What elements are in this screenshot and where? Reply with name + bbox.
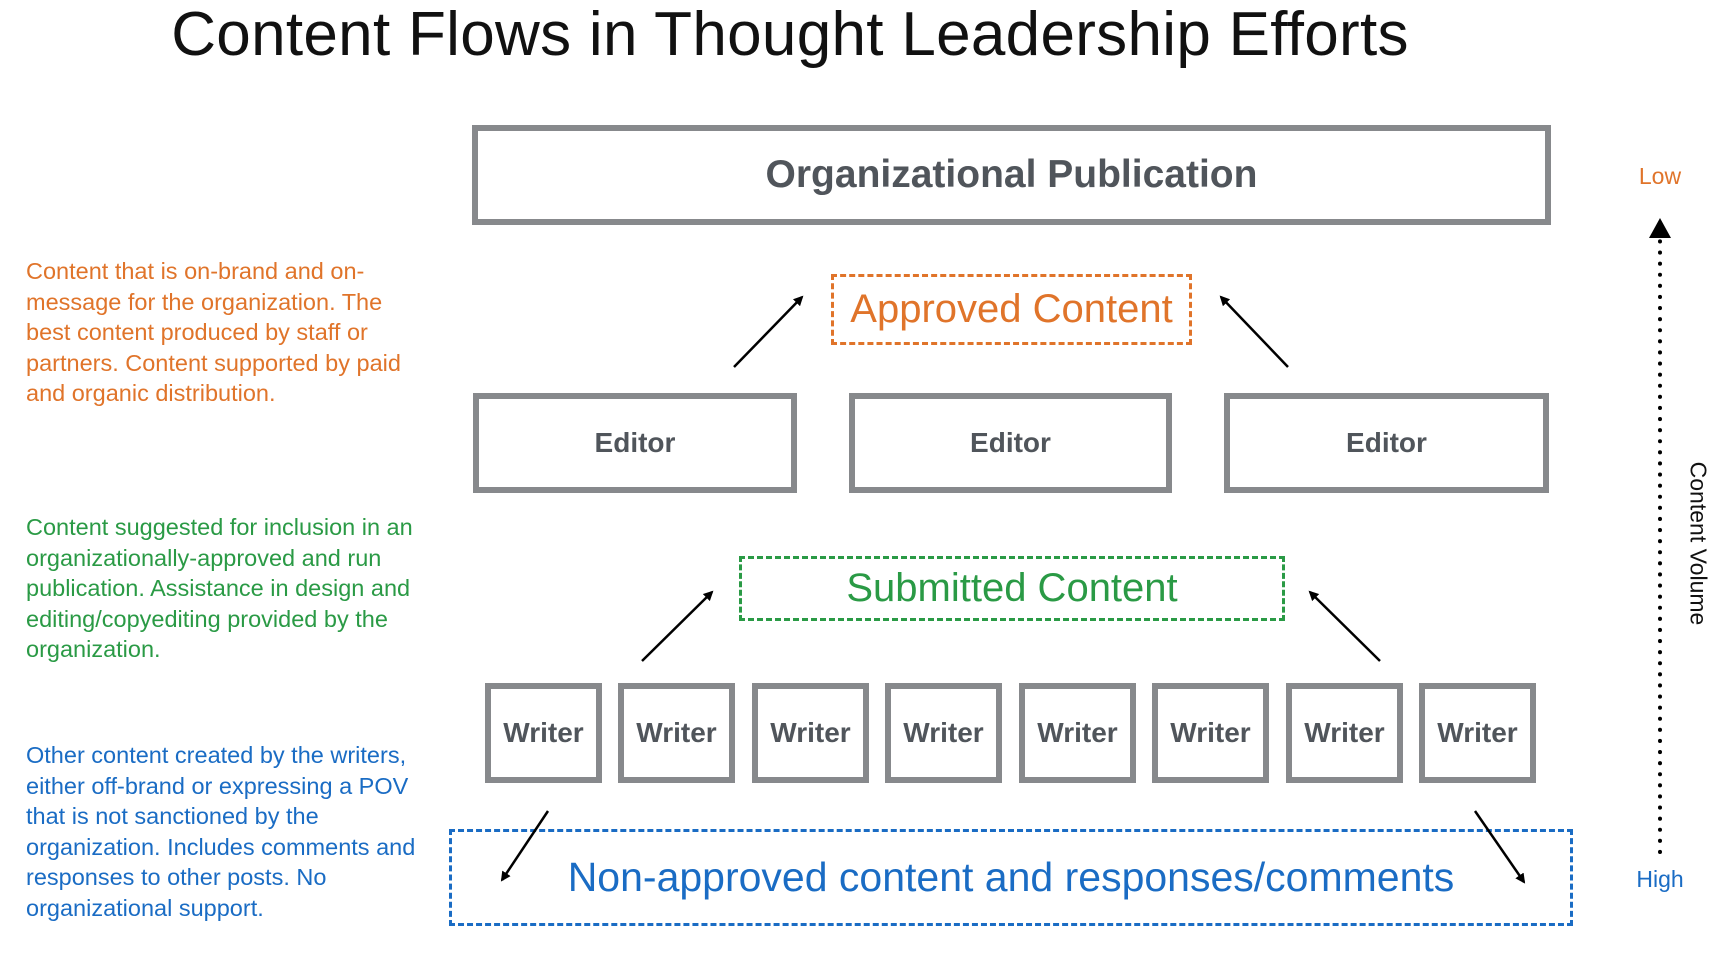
organizational-publication-label: Organizational Publication xyxy=(765,153,1258,196)
diagram-title: Content Flows in Thought Leadership Effo… xyxy=(171,0,1409,69)
writer-label: Writer xyxy=(1304,717,1385,748)
submitted-content-label: Submitted Content xyxy=(846,566,1178,610)
writer-label: Writer xyxy=(1037,717,1118,748)
arrow-writer-to-submitted-right xyxy=(1308,590,1381,662)
writer-label: Writer xyxy=(636,717,717,748)
volume-low-label: Low xyxy=(1638,163,1682,189)
writer-label: Writer xyxy=(770,717,851,748)
arrow-editor-to-approved-right xyxy=(1219,295,1289,368)
approved-content-label: Approved Content xyxy=(850,287,1173,331)
arrow-editor-to-approved-left xyxy=(733,295,804,368)
volume-high-label: High xyxy=(1636,866,1684,892)
writer-label: Writer xyxy=(1437,717,1518,748)
submitted-description: Content suggested for inclusion in an or… xyxy=(26,514,413,662)
writer-label: Writer xyxy=(903,717,984,748)
organizational-publication-box: Organizational Publication xyxy=(472,125,1551,225)
writer-box: Writer xyxy=(1019,683,1136,783)
writer-box: Writer xyxy=(1286,683,1403,783)
editor-box: Editor xyxy=(849,393,1172,493)
content-volume-axis-label: Content Volume xyxy=(1685,461,1712,626)
editor-box: Editor xyxy=(1224,393,1549,493)
writer-box: Writer xyxy=(752,683,869,783)
writer-box: Writer xyxy=(885,683,1002,783)
arrow-writer-to-submitted-left xyxy=(641,590,714,662)
writer-box: Writer xyxy=(485,683,602,783)
arrow-writer-to-non-approved-right xyxy=(1473,810,1526,884)
editor-label: Editor xyxy=(594,427,676,458)
editor-box: Editor xyxy=(473,393,797,493)
approved-description: Content that is on-brand and on-message … xyxy=(26,258,401,406)
editor-label: Editor xyxy=(1346,427,1427,458)
content-volume-arrowhead-icon xyxy=(1649,218,1671,238)
writer-label: Writer xyxy=(503,717,584,748)
writer-box: Writer xyxy=(618,683,735,783)
editor-label: Editor xyxy=(970,427,1051,458)
writer-box: Writer xyxy=(1419,683,1536,783)
writer-box: Writer xyxy=(1152,683,1269,783)
non-approved-description: Other content created by the writers, ei… xyxy=(26,742,416,921)
arrow-writer-to-non-approved-left xyxy=(500,810,550,882)
submitted-content-box: Submitted Content xyxy=(739,556,1285,621)
writer-label: Writer xyxy=(1170,717,1251,748)
non-approved-content-label: Non-approved content and responses/comme… xyxy=(567,854,1455,900)
approved-content-box: Approved Content xyxy=(831,274,1192,345)
non-approved-content-box: Non-approved content and responses/comme… xyxy=(449,829,1573,926)
